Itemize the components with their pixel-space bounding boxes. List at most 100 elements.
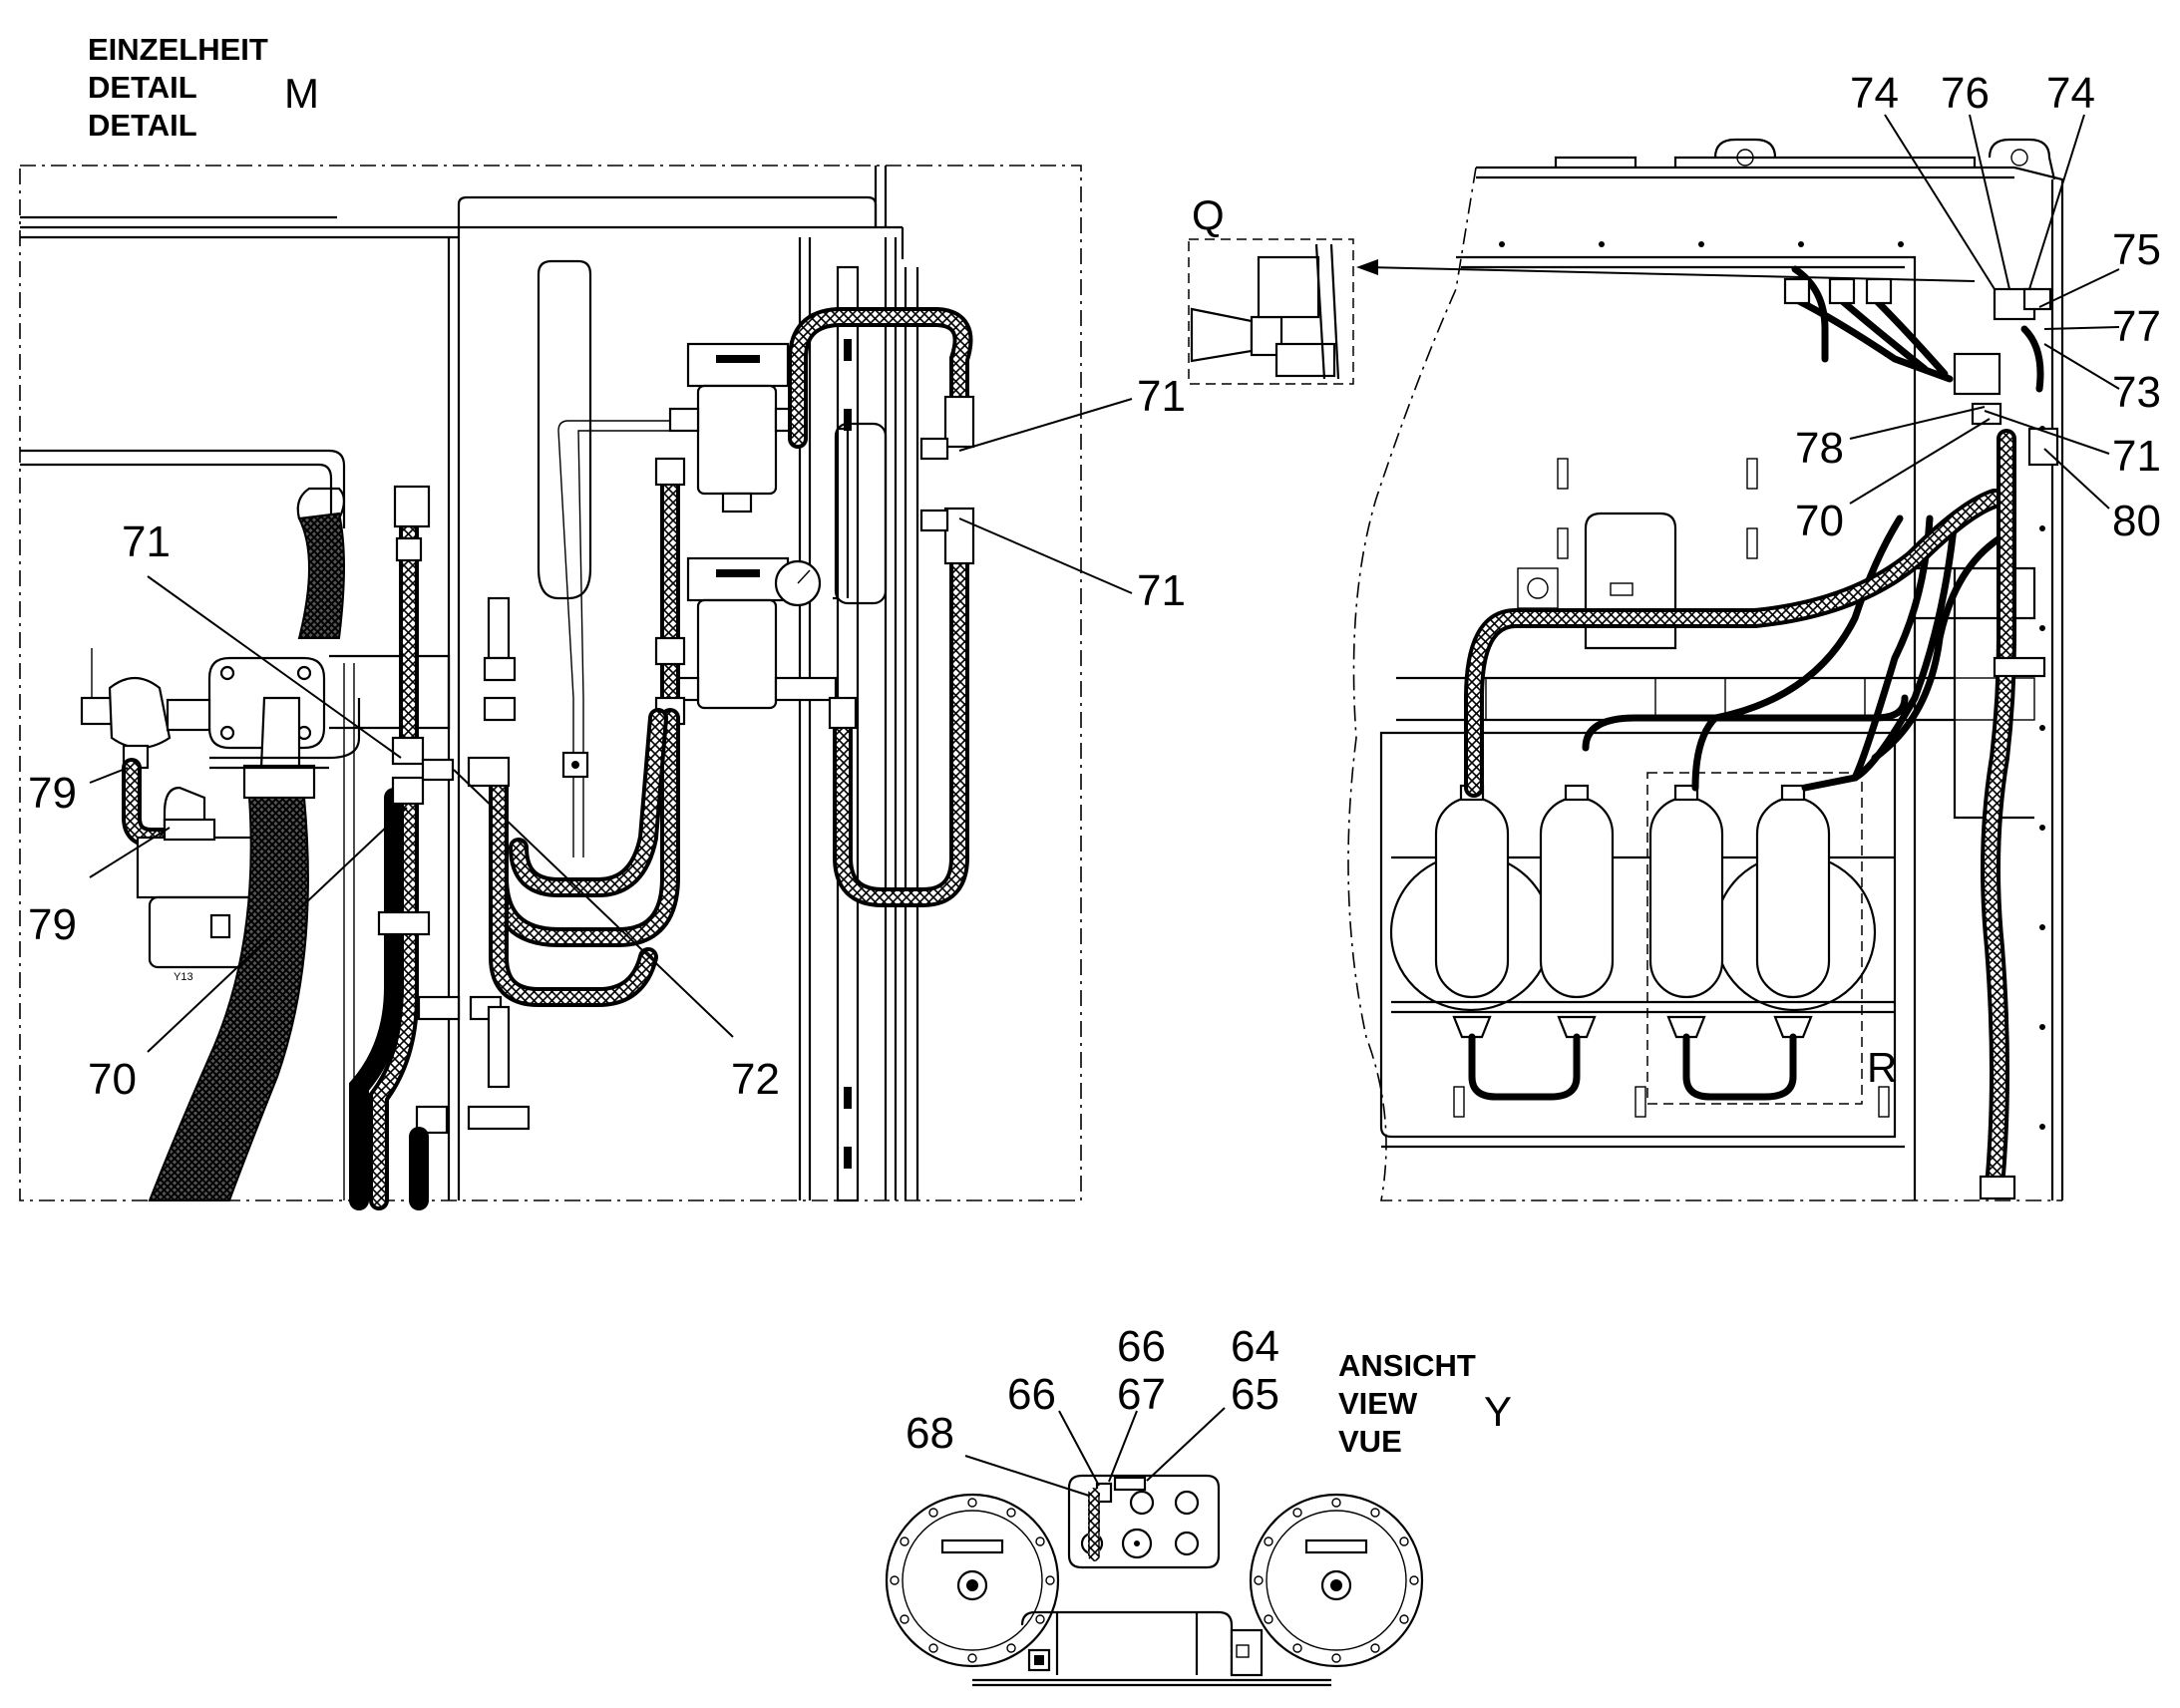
- cable: [1691, 514, 1904, 792]
- tee-fitting: [391, 776, 425, 806]
- leader-80: [2043, 448, 2110, 510]
- leader-71-left: [147, 575, 402, 759]
- leader-71-upper: [958, 398, 1133, 452]
- hose-fitting: [395, 536, 423, 562]
- cover-left-hub: [956, 1569, 988, 1601]
- leader-71-lower: [958, 517, 1133, 594]
- base-block-hole: [1236, 1644, 1250, 1658]
- view-y-callouts: 68 66 66 67 64 65: [906, 1322, 1279, 1458]
- side-frame-bar: [20, 449, 346, 528]
- rail-slot: [844, 1087, 852, 1109]
- slot-mark: [1635, 1086, 1646, 1118]
- right-view-drawing: R: [1347, 114, 2120, 1201]
- marker-r: R: [1867, 1044, 1897, 1091]
- fitting-nut: [417, 995, 461, 1021]
- bolt: [890, 1575, 900, 1585]
- cable: [2020, 325, 2044, 393]
- rivet: [2039, 825, 2045, 831]
- rail-slot: [844, 339, 852, 361]
- tank-body: [1648, 796, 1724, 999]
- leader-75: [2038, 268, 2120, 308]
- drain-hose-3-4: [1682, 1033, 1797, 1101]
- manifold-outline: [329, 654, 451, 730]
- regulator-body: [696, 598, 778, 710]
- right-view-callouts: 74 76 74 75 77 73 78 71 70 80: [1795, 69, 2161, 545]
- bolt: [1399, 1614, 1409, 1624]
- leader-79-top: [89, 767, 129, 784]
- callout-70-left: 70: [88, 1055, 137, 1104]
- leader-66-left: [1058, 1410, 1100, 1487]
- rivet: [1898, 241, 1904, 247]
- right-panel: [834, 422, 888, 605]
- tank-body: [1539, 796, 1615, 999]
- leader-74-left: [1884, 114, 1996, 290]
- rivet: [1599, 241, 1605, 247]
- tank-valve: [1673, 784, 1699, 802]
- solenoid-cap: [163, 818, 216, 842]
- air-tank-1: [1434, 784, 1510, 1039]
- pressure-regulator-top: [668, 342, 804, 513]
- thin-pipe: [557, 420, 708, 857]
- rivet: [2039, 625, 2045, 631]
- fitting-block: [1113, 1476, 1147, 1492]
- cable: [1791, 265, 1829, 363]
- bolt: [1292, 1643, 1302, 1653]
- detail-m-header: EINZELHEIT DETAIL DETAIL M: [88, 32, 319, 143]
- bulkhead-fitting: [919, 437, 949, 461]
- hose-clamp: [377, 910, 431, 936]
- view-header-line1: ANSICHT: [1338, 1348, 1476, 1383]
- right-long-hose-braid: [837, 552, 965, 903]
- fitting-stack: [487, 1005, 511, 1089]
- regulator-nut: [721, 492, 753, 513]
- lug-hole: [1736, 149, 1754, 167]
- bolt: [967, 1653, 977, 1663]
- bulkhead-fitting: [919, 509, 949, 532]
- slot-mark: [1746, 458, 1758, 490]
- regulator-fitting: [668, 407, 700, 433]
- hose-end-fitting: [1979, 1175, 2016, 1200]
- lid-seams: [1554, 156, 1977, 168]
- leader-77: [2043, 326, 2120, 330]
- flange-bolt: [296, 665, 312, 681]
- side-panel: [1953, 568, 2034, 820]
- braided-hose-vertical-braid: [1985, 433, 2012, 1193]
- gland: [1828, 277, 1856, 305]
- tank-drain: [1666, 1015, 1706, 1039]
- callout-71-lower: 71: [1137, 566, 1186, 615]
- hose-fitting: [943, 395, 975, 449]
- port: [1129, 1490, 1155, 1516]
- control-box: [1584, 512, 1677, 650]
- inset-arrow-head: [1356, 259, 1378, 275]
- rivet: [1698, 241, 1704, 247]
- lifting-lug-right: [1988, 138, 2056, 180]
- tank-enclosure: [1379, 731, 1897, 1139]
- callout-67: 67: [1117, 1370, 1166, 1419]
- upper-suction-hose: [297, 512, 345, 639]
- cover-left-outer: [885, 1493, 1060, 1668]
- bolt: [1331, 1498, 1341, 1508]
- bolt: [1399, 1537, 1409, 1546]
- control-box-label: [1610, 582, 1634, 596]
- hose-fitting: [654, 636, 686, 666]
- hose-fitting: [393, 485, 431, 528]
- base-lug-hole: [1034, 1655, 1044, 1665]
- leader-71-right: [1984, 410, 2110, 455]
- tank-valve: [1780, 784, 1806, 802]
- callout-76: 76: [1941, 69, 1990, 118]
- bolt: [900, 1537, 909, 1546]
- cover-left-bolts: [890, 1498, 1055, 1663]
- tee-fitting: [467, 756, 511, 788]
- supply-pipe: [209, 698, 361, 770]
- tank-drain: [1557, 1015, 1597, 1039]
- callout-70-right: 70: [1795, 497, 1844, 545]
- slot-mark: [1453, 1086, 1465, 1118]
- regulator-label-plate: [716, 355, 760, 363]
- inset-q-boundary: [1188, 238, 1354, 385]
- callout-79-lower: 79: [28, 900, 77, 949]
- leader-70-right: [1849, 418, 1991, 505]
- leader-76: [1969, 114, 2010, 290]
- hose-clamp: [242, 764, 316, 800]
- roof-edge: [874, 166, 905, 259]
- bolt: [1006, 1643, 1016, 1653]
- bolt: [1035, 1614, 1045, 1624]
